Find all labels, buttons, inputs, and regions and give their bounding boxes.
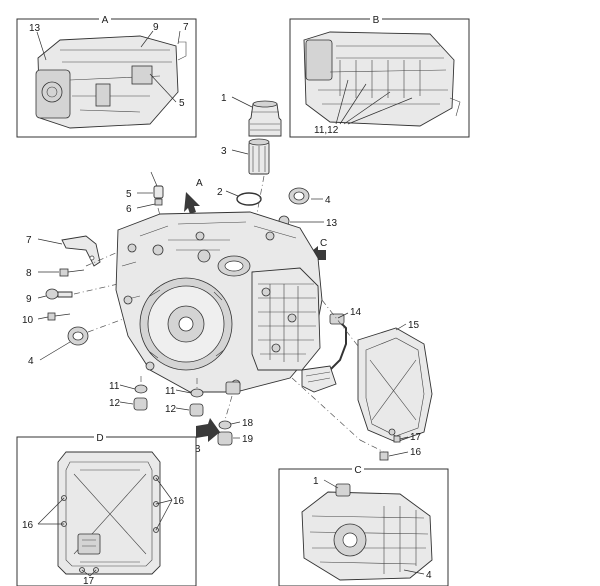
housing-end-view	[301, 483, 433, 581]
o-ring-part	[236, 192, 262, 206]
seal-ring-left	[67, 326, 89, 346]
callout-11-left: 11	[109, 381, 120, 392]
filter-cap-part	[248, 100, 282, 137]
callout-9: 9	[26, 294, 32, 305]
callout-19: 19	[242, 434, 254, 445]
bracket-part	[61, 235, 101, 267]
callout-a-5: 5	[179, 98, 185, 109]
bolt-16	[379, 451, 389, 461]
callout-17: 17	[410, 432, 422, 443]
callout-a-7: 7	[183, 22, 189, 33]
callout-11-right: 11	[165, 386, 176, 397]
valve-body-side-view	[35, 35, 187, 129]
callout-d-17: 17	[83, 576, 95, 586]
arrow-c-label: C	[320, 238, 327, 249]
callout-3: 3	[221, 146, 227, 157]
view-d-title: D	[96, 433, 103, 444]
bolt-17	[393, 435, 401, 443]
callout-a-13: 13	[29, 23, 41, 34]
callout-7: 7	[26, 235, 32, 246]
arrow-b-label: B	[194, 444, 201, 455]
callout-2: 2	[217, 187, 223, 198]
washer-9	[45, 288, 73, 300]
callout-d-16-right: 16	[173, 496, 185, 507]
callout-16: 16	[410, 447, 422, 458]
callout-12-left: 12	[109, 398, 121, 409]
callout-5: 5	[126, 189, 132, 200]
seal-18	[218, 420, 232, 430]
callout-12-right: 12	[165, 404, 177, 415]
plug-12-left	[133, 397, 148, 411]
arrow-a-label: A	[196, 178, 203, 189]
view-arrow-a: A	[184, 178, 203, 214]
bolt-8	[59, 268, 85, 277]
view-c-title: C	[354, 465, 361, 476]
detail-view-a: A 13 9 7 5	[16, 13, 197, 138]
seal-11-left	[134, 384, 148, 394]
seal-ring-top	[288, 187, 310, 205]
bolt-10	[47, 312, 71, 321]
callout-b-11-12: 11,12	[314, 125, 339, 136]
plug-19	[217, 431, 233, 446]
seal-11-right	[190, 388, 204, 398]
callout-c-1: 1	[313, 476, 319, 487]
callout-a-9: 9	[153, 22, 159, 33]
oil-pan-bottom-view	[57, 451, 161, 575]
callout-13: 13	[326, 218, 338, 229]
callout-4-top: 4	[325, 195, 331, 206]
sensor-part	[153, 185, 164, 206]
detail-view-c: C 1 4	[278, 463, 449, 586]
callout-6: 6	[126, 204, 132, 215]
callout-10: 10	[22, 315, 34, 326]
view-arrow-b: B	[194, 418, 220, 455]
callout-c-4: 4	[426, 570, 432, 581]
callout-4-left: 4	[28, 356, 34, 367]
view-b-title: B	[373, 15, 380, 26]
valve-body	[251, 267, 321, 371]
plug-12-right	[189, 403, 204, 417]
callout-8: 8	[26, 268, 32, 279]
callout-1: 1	[221, 93, 227, 104]
oil-pan	[357, 327, 433, 443]
callout-d-16-left: 16	[22, 520, 34, 531]
harness-side-view	[303, 31, 461, 127]
detail-view-d: D 16 16 17	[16, 431, 197, 586]
callout-14: 14	[350, 307, 362, 318]
callout-15: 15	[408, 320, 420, 331]
callout-18: 18	[242, 418, 254, 429]
filter-element-part	[248, 138, 270, 175]
view-a-title: A	[102, 15, 109, 26]
detail-view-b: B 11,12	[289, 13, 470, 138]
